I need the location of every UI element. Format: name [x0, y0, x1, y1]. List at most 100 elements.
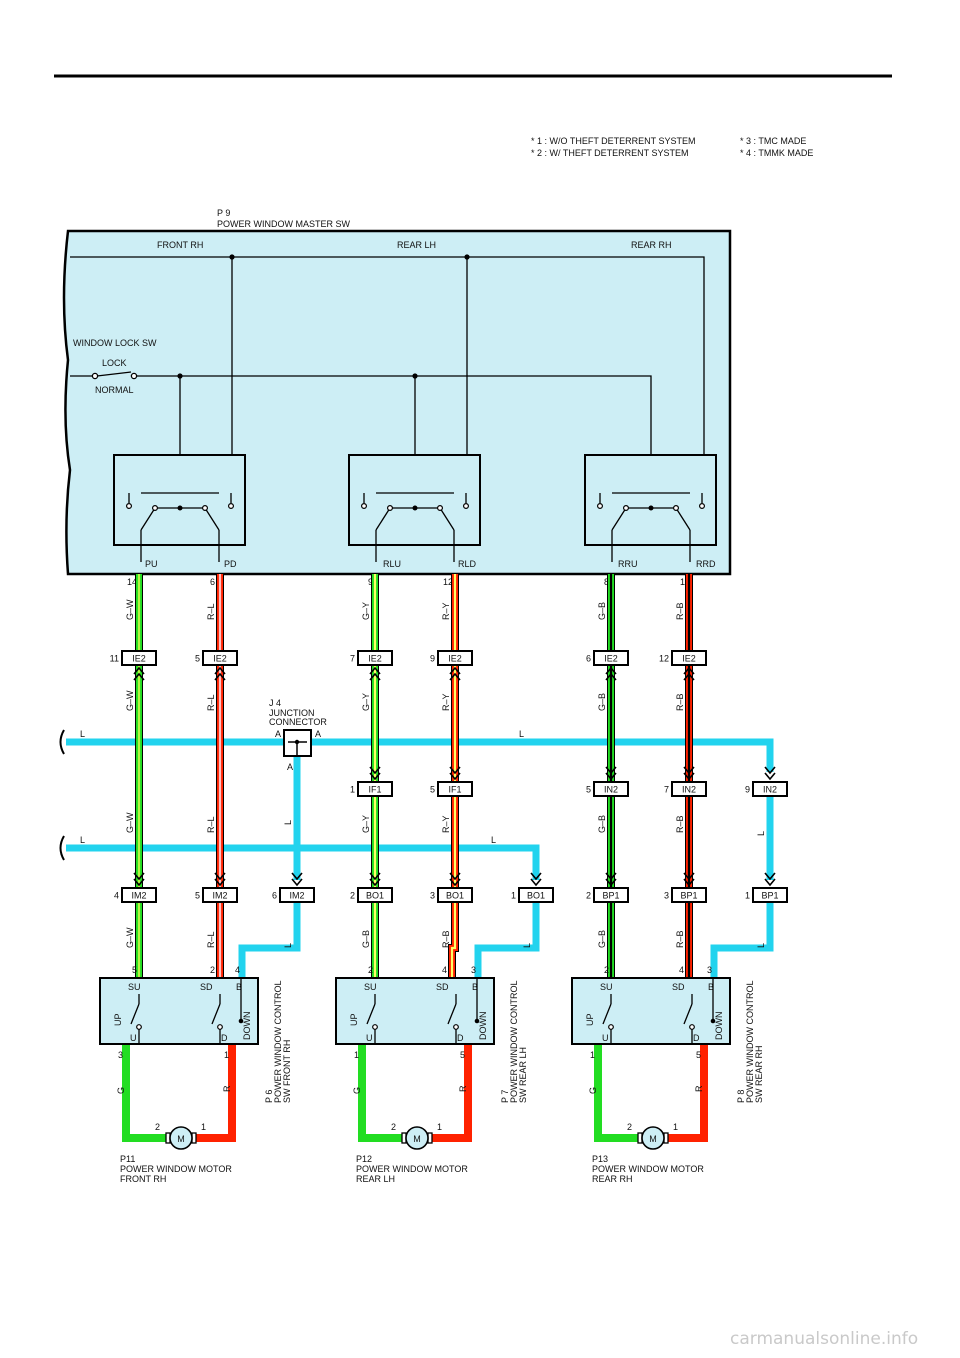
pin-bottom-2: 1: [224, 1050, 229, 1060]
connector-pin: 1: [745, 891, 750, 901]
switch-contact: [463, 503, 470, 510]
motor-body: [169, 1126, 193, 1150]
connector-chevron: [530, 872, 542, 881]
wire-label-l-bus2-right: L: [491, 835, 496, 845]
connector-box: [202, 887, 238, 903]
pin-bottom-2: 5: [460, 1050, 465, 1060]
wire-label-g-b-mid: G–B: [597, 693, 607, 711]
cs-contact: [453, 1024, 459, 1030]
wire-label-r-l-mid: R–L: [206, 694, 216, 711]
wire-label-r-y-low: R–Y: [441, 815, 451, 833]
cs-blade-left: [130, 1003, 140, 1025]
wire-label-l-bus1-right: L: [519, 729, 524, 739]
wire-label-bottom-0: G–W: [125, 927, 135, 948]
wire-label-motor-5: R: [694, 1085, 704, 1092]
p8-code: P 8: [736, 1090, 746, 1103]
wire-label-g-b-top: G–B: [597, 602, 607, 620]
motor-pin-a: 2: [391, 1122, 396, 1132]
pin-top-1: 2: [604, 965, 609, 975]
motor-body: [641, 1126, 665, 1150]
cs-b-dot: [474, 1018, 480, 1024]
window-lock-switch: [70, 371, 138, 380]
p12-code: P12: [356, 1154, 372, 1164]
wire-label-r-y-mid: R–Y: [441, 693, 451, 711]
connector-box: [357, 781, 393, 797]
pin-top-1: 5: [132, 965, 137, 975]
break-mark-2: [59, 835, 65, 861]
control-switch-box: [99, 977, 259, 1045]
connector-chevron: [133, 672, 145, 681]
terminal-pd: PD: [224, 559, 237, 569]
connector-chevron: [369, 878, 381, 887]
connector-chevron: [764, 872, 776, 881]
connector-box: [202, 650, 238, 666]
p13-code: P13: [592, 1154, 608, 1164]
connector-box: [593, 650, 629, 666]
switch-common-dot: [177, 505, 183, 511]
master-switch-unit-3: [584, 454, 717, 562]
connector-box: [593, 781, 629, 797]
junction-pin-bottom: A: [287, 762, 293, 772]
cs-contact: [136, 1024, 142, 1030]
switch-contact: [361, 503, 368, 510]
connector-chevron: [369, 872, 381, 881]
motor-symbol: M: [649, 1134, 657, 1144]
wire-r-y-stripe: [450, 574, 457, 978]
connector-chevron: [449, 766, 461, 775]
label-u: U: [366, 1033, 373, 1043]
connector-box: [357, 650, 393, 666]
p7-code: P 7: [500, 1090, 510, 1103]
switch-blade-left: [611, 507, 627, 531]
motor-wire-r-3: [666, 1045, 708, 1142]
cs-blade-left: [366, 1003, 376, 1025]
cs-blade-left: [602, 1003, 612, 1025]
label-sd: SD: [200, 982, 213, 992]
switch-contact: [622, 505, 629, 512]
label-sd: SD: [436, 982, 449, 992]
wire-label-l-bus1-left: L: [80, 729, 85, 739]
connector-chevron: [605, 672, 617, 681]
connector-chevron: [764, 878, 776, 887]
wire-l-bp1-1: [710, 902, 774, 978]
motor-pin-b: 1: [673, 1122, 678, 1132]
switch-contact: [125, 503, 132, 510]
connector-box: [357, 887, 393, 903]
motor-body: [405, 1126, 429, 1150]
pin-top-1: 2: [368, 965, 373, 975]
wire-label-g-w-top: G–W: [125, 599, 135, 620]
section-front-rh: FRONT RH: [157, 240, 203, 250]
switch-contact: [152, 505, 159, 512]
connector-box: [121, 650, 157, 666]
connector-chevron: [683, 872, 695, 881]
junction-connector: [283, 729, 312, 757]
connector-code: IE2: [213, 654, 227, 664]
wire-label-r-b-top: R–B: [675, 602, 685, 620]
connector-code: IM2: [131, 891, 146, 901]
wire-label-motor-1: R: [222, 1085, 232, 1092]
wire-label-g-y-top: G–Y: [361, 602, 371, 620]
connector-pin: 5: [586, 785, 591, 795]
label-d: D: [221, 1033, 228, 1043]
connector-pin: 12: [659, 654, 669, 664]
pin-14: 14: [127, 577, 137, 587]
p6-code: P 6: [264, 1090, 274, 1103]
connector-code: BO1: [446, 891, 464, 901]
pin-top-2: 4: [679, 965, 684, 975]
connector-chevron: [449, 772, 461, 781]
pin-top-3: 3: [707, 965, 712, 975]
label-down: DOWN: [242, 1012, 252, 1041]
connector-chevron: [683, 772, 695, 781]
terminal-rlu: RLU: [383, 559, 401, 569]
connector-chevron: [605, 666, 617, 675]
connector-chevron: [449, 672, 461, 681]
